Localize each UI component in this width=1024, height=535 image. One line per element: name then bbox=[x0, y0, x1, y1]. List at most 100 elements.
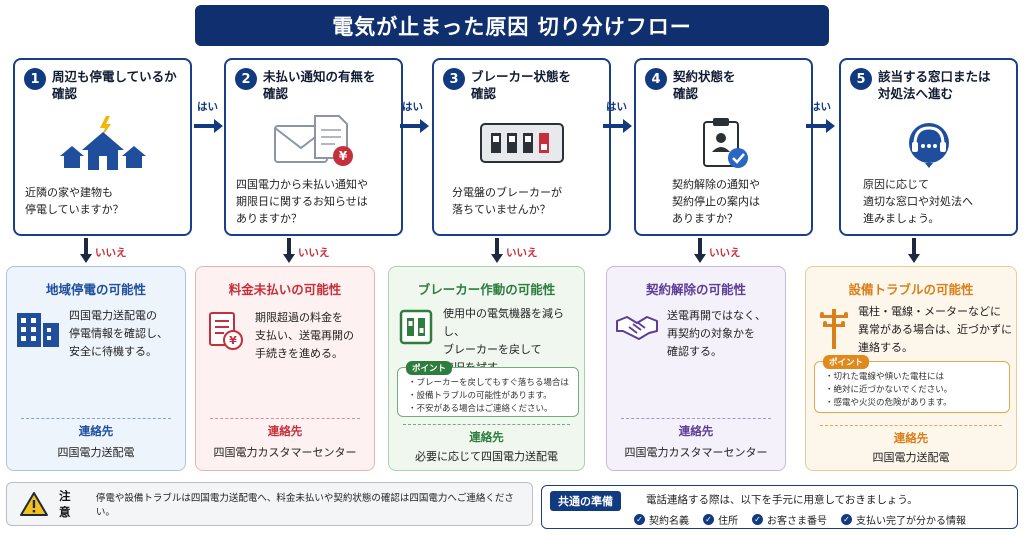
arrow-down-icon bbox=[491, 238, 503, 263]
contact-label: 連絡先 bbox=[893, 431, 929, 445]
result-title: 料金未払いの可能性 bbox=[228, 282, 342, 297]
check-icon: ✓ bbox=[634, 514, 645, 525]
page-title: 電気が止まった原因 切り分けフロー bbox=[195, 5, 829, 46]
common-preparation: 共通の準備 電話連絡する際は、以下を手元に用意しておきましょう。 ✓契約名義 ✓… bbox=[541, 485, 1018, 529]
result-title: 契約解除の可能性 bbox=[645, 282, 746, 297]
point-box: ポイント ・ブレーカーを戻してもすぐ落ちる場合は・設備トラブルの可能性があります… bbox=[397, 361, 579, 417]
preparation-item: ✓住所 bbox=[703, 512, 738, 527]
handshake-icon bbox=[615, 311, 659, 345]
caution-note: 注意 停電や設備トラブルは四国電力送配電へ、料金未払いや契約状態の確認は四国電力… bbox=[6, 482, 533, 526]
preparation-item: ✓お客さま番号 bbox=[752, 512, 827, 527]
arrow-down-icon bbox=[80, 238, 92, 263]
point-item: ・設備トラブルの可能性があります。 bbox=[408, 391, 552, 401]
contact-label: 連絡先 bbox=[469, 430, 504, 444]
step-number: 1 bbox=[24, 68, 46, 90]
arrow-right-icon bbox=[603, 119, 632, 133]
point-item: ・不安がある場合はご連絡ください。 bbox=[408, 404, 553, 414]
preparation-label: 共通の準備 bbox=[550, 491, 621, 511]
check-icon: ✓ bbox=[841, 514, 852, 525]
divider bbox=[820, 425, 1002, 426]
result-body: 電柱・電線・メーターなどに 異常がある場合は、近づかずに 連絡する。 bbox=[858, 305, 1012, 354]
step-card-3: 3 ブレーカー状態を 確認 分電盤のブレーカーが 落ちていませんか？ bbox=[432, 58, 611, 236]
yes-label: はい bbox=[197, 101, 218, 113]
caution-text: 停電や設備トラブルは四国電力送配電へ、料金未払いや契約状態の確認は四国電力へご連… bbox=[95, 493, 514, 518]
contact-name: 必要に応じて四国電力送配電 bbox=[415, 450, 558, 463]
warning-icon bbox=[19, 492, 48, 516]
yes-label: はい bbox=[606, 101, 627, 113]
step-question: 分電盤のブレーカーが 落ちていませんか？ bbox=[452, 186, 562, 216]
step-question: 契約解除の通知や 契約停止の案内は ありますか？ bbox=[672, 178, 760, 225]
check-icon: ✓ bbox=[703, 514, 714, 525]
breaker-panel-icon bbox=[434, 120, 609, 166]
arrow-down-icon bbox=[908, 238, 920, 263]
no-label: いいえ bbox=[709, 247, 741, 259]
invoice-yen-icon: ¥ bbox=[208, 311, 244, 355]
arrow-right-icon bbox=[806, 119, 835, 133]
building-icon bbox=[15, 309, 61, 353]
point-item: ・切れた電線や傾いた電柱には bbox=[825, 372, 945, 382]
breaker-switch-icon bbox=[399, 309, 433, 349]
check-icon: ✓ bbox=[752, 514, 763, 525]
step-title: 該当する窓口または 対処法へ進む bbox=[878, 69, 991, 101]
step-number: 3 bbox=[443, 68, 465, 90]
no-label: いいえ bbox=[506, 247, 538, 259]
preparation-item: ✓契約名義 bbox=[634, 512, 689, 527]
svg-text:¥: ¥ bbox=[338, 149, 347, 163]
utility-pole-icon bbox=[816, 307, 852, 353]
result-title: ブレーカー作動の可能性 bbox=[417, 282, 556, 297]
divider bbox=[210, 418, 360, 419]
step-question: 四国電力から未払い通知や 期限日に関するお知らせは ありますか？ bbox=[236, 178, 368, 225]
step-card-2: 2 未払い通知の有無を 確認 ¥ 四国電力から未払い通知や 期限日に関するお知らせ… bbox=[224, 58, 403, 236]
contact-name: 四国電力送配電 bbox=[57, 446, 135, 459]
contact-label: 連絡先 bbox=[267, 424, 303, 438]
no-label: いいえ bbox=[298, 247, 330, 259]
arrow-right-icon bbox=[400, 119, 429, 133]
caution-label: 注意 bbox=[58, 489, 71, 519]
contract-clipboard-icon bbox=[636, 116, 811, 172]
step-question: 原因に応じて 適切な窓口や対処法へ 進みましょう。 bbox=[863, 178, 973, 225]
result-card-equipment-trouble: 設備トラブルの可能性 電柱・電線・メーターなどに 異常がある場合は、近づかずに … bbox=[805, 266, 1017, 471]
yes-label: はい bbox=[402, 101, 423, 113]
divider bbox=[621, 418, 771, 419]
step-title: ブレーカー状態を 確認 bbox=[471, 69, 572, 101]
result-body: 四国電力送配電の 停電情報を確認し、 安全に待機する。 bbox=[69, 309, 168, 358]
point-item: ・絶対に近づかないでください。 bbox=[825, 385, 953, 395]
contact-label: 連絡先 bbox=[78, 424, 114, 438]
divider bbox=[403, 424, 570, 425]
step-number: 5 bbox=[850, 68, 872, 90]
step-question: 近隣の家や建物も 停電していますか？ bbox=[25, 186, 124, 216]
yes-label: はい bbox=[810, 101, 831, 113]
headset-support-icon bbox=[841, 118, 1016, 168]
contact-name: 四国電力送配電 bbox=[872, 451, 950, 464]
point-label: ポイント bbox=[406, 361, 453, 375]
houses-lightning-icon bbox=[15, 112, 190, 172]
step-card-4: 4 契約状態を 確認 契約解除の通知や 契約停止の案内は ありますか？ bbox=[634, 58, 813, 236]
step-number: 4 bbox=[645, 68, 667, 90]
arrow-down-icon bbox=[283, 238, 295, 263]
step-card-5: 5 該当する窓口または 対処法へ進む 原因に応じて 適切な窓口や対処法へ 進みまし… bbox=[839, 58, 1018, 236]
point-item: ・ブレーカーを戻してもすぐ落ちる場合は bbox=[408, 378, 569, 388]
svg-text:¥: ¥ bbox=[229, 334, 237, 347]
arrow-down-icon bbox=[694, 238, 706, 263]
step-title: 契約状態を 確認 bbox=[673, 69, 736, 101]
contact-label: 連絡先 bbox=[678, 424, 714, 438]
result-card-unpaid: 料金未払いの可能性 ¥ 期限超過の料金を 支払い、送電再開の 手続きを進める。 … bbox=[195, 266, 375, 471]
preparation-text: 電話連絡する際は、以下を手元に用意しておきましょう。 bbox=[646, 494, 918, 506]
result-card-contract-termination: 契約解除の可能性 送電再開ではなく、 再契約の対象かを 確認する。 連絡先 四国… bbox=[606, 266, 786, 471]
step-title: 周辺も停電しているか 確認 bbox=[52, 69, 177, 101]
step-number: 2 bbox=[235, 68, 257, 90]
step-title: 未払い通知の有無を 確認 bbox=[263, 69, 376, 101]
result-title: 設備トラブルの可能性 bbox=[848, 282, 974, 297]
preparation-item: ✓支払い完了が分かる情報 bbox=[841, 512, 966, 527]
contact-name: 四国電力カスタマーセンター bbox=[624, 446, 768, 459]
result-card-regional-outage: 地域停電の可能性 四国電力送配電の 停電情報を確認し、 安全に待機する。 連絡先… bbox=[6, 266, 186, 471]
divider bbox=[21, 418, 171, 419]
no-label: いいえ bbox=[95, 247, 127, 259]
result-body: 期限超過の料金を 支払い、送電再開の 手続きを進める。 bbox=[255, 311, 354, 360]
result-body: 送電再開ではなく、 再契約の対象かを 確認する。 bbox=[667, 309, 766, 358]
arrow-right-icon bbox=[194, 119, 223, 133]
result-card-breaker: ブレーカー作動の可能性 使用中の電気機器を減らし、 ブレーカーを戻して 復旧を試… bbox=[388, 266, 585, 471]
envelope-bill-icon: ¥ bbox=[226, 112, 401, 172]
result-title: 地域停電の可能性 bbox=[45, 282, 146, 297]
point-label: ポイント bbox=[823, 355, 870, 369]
